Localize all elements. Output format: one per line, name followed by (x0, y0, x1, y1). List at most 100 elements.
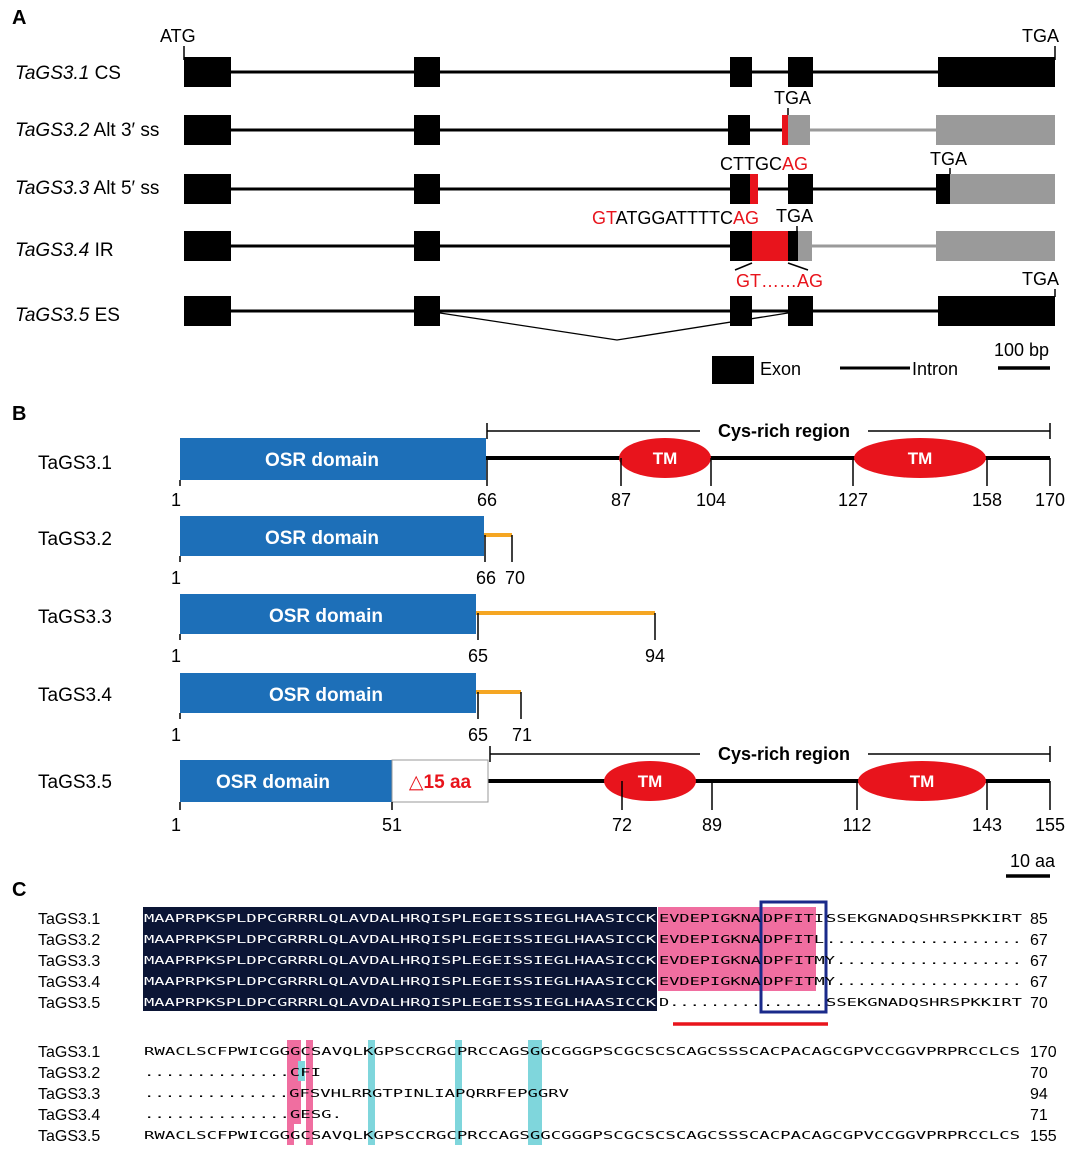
boxed-motif (759, 900, 828, 1014)
exon-2 (414, 57, 440, 87)
utr-exon-4 (788, 115, 810, 145)
splice-seq-3: GT……AG (736, 271, 823, 291)
cyan-highlight-column (368, 1040, 375, 1145)
cyan-highlight-column (455, 1040, 462, 1145)
pos-label: 72 (612, 815, 632, 835)
panel-b-label: B (12, 403, 26, 425)
osr-domain-5 (180, 760, 392, 802)
pos-label: 65 (468, 725, 488, 745)
cys-rich-region-label-1: Cys-rich region (718, 421, 850, 441)
deletion-label: △15 aa (409, 772, 472, 793)
alignment-seq: .................. (836, 955, 1022, 967)
alignment-seq: MAAPRPKSPLDPCGRRRLQLAVDALHRQISPLEGEISSIE… (144, 955, 657, 967)
exon-1 (184, 57, 231, 87)
alignment-row: TaGS3.3 ..............GFSVHLRRGTPINLIAPQ… (38, 1086, 1048, 1103)
protein-name-2: TaGS3.2 (38, 529, 112, 550)
tm-domain-5b (858, 761, 986, 801)
alignment-seq: EVDEPIGKNA (659, 913, 762, 925)
exon-4 (788, 57, 813, 87)
transcript-row-1: TaGS3.1 CS (15, 57, 1055, 87)
pos-label: 158 (972, 490, 1002, 510)
panel-c-label: C (12, 879, 26, 901)
alignment-seq: DPFITMY (763, 955, 836, 967)
alignment-end-number: 70 (1030, 995, 1048, 1012)
alignment-end-number: 71 (1030, 1107, 1048, 1124)
exon-2 (414, 296, 440, 326)
pos-label: 1 (171, 815, 181, 835)
pos-label: 87 (611, 490, 631, 510)
scale-bar-label-a: 100 bp (994, 340, 1049, 360)
alignment-seq: SSEKGNADQSHRSPKKIRT (826, 997, 1023, 1009)
pos-label: 89 (702, 815, 722, 835)
exon-3 (730, 174, 750, 204)
pos-label: 104 (696, 490, 726, 510)
osr-domain-label-2: OSR domain (265, 528, 379, 549)
osr-domain-1 (180, 438, 486, 480)
alt-splice-region (750, 174, 758, 204)
exon-2 (414, 231, 440, 261)
alignment-seq: MAAPRPKSPLDPCGRRRLQLAVDALHRQISPLEGEISSIE… (144, 934, 657, 946)
osr-domain-label-1: OSR domain (265, 450, 379, 471)
alignment-seq-name: TaGS3.1 (38, 1044, 100, 1061)
alignment-seq: EVDEPIGKNA (659, 955, 762, 967)
transcript-name-5: TaGS3.5 ES (15, 305, 120, 326)
exon-4-coding (788, 231, 798, 261)
retained-intron (752, 231, 788, 261)
alignment-row: TaGS3.5 MAAPRPKSPLDPCGRRRLQLAVDALHRQISPL… (38, 995, 1048, 1012)
alt-splice-region (782, 115, 788, 145)
intron-legend-label: Intron (912, 359, 958, 379)
pink-highlight-block (658, 907, 762, 991)
tm-domain-5a (604, 761, 696, 801)
exon-1 (184, 296, 231, 326)
alignment-end-number: 85 (1030, 911, 1048, 928)
transcript-name-2: TaGS3.2 Alt 3′ ss (15, 120, 159, 141)
exon-legend-label: Exon (760, 359, 801, 379)
osr-domain-2 (180, 516, 484, 556)
exon-3 (730, 231, 752, 261)
deletion-box (391, 759, 489, 803)
alignment-end-number: 67 (1030, 932, 1048, 949)
transcript-row-2: TaGS3.2 Alt 3′ ss (15, 115, 1055, 145)
exon-skip-connector (439, 312, 789, 341)
osr-domain-label-4: OSR domain (269, 685, 383, 706)
alignment-seq: ...... (763, 997, 824, 1009)
exon-3 (728, 115, 750, 145)
utr-exon-5 (936, 115, 1055, 145)
exon-5-coding (936, 174, 950, 204)
alignment-seq: ..............GFSVHLRRGTPINLIAPQRRFEPGGR… (144, 1088, 570, 1100)
pos-label: 66 (477, 490, 497, 510)
alignment-seq: EVDEPIGKNA (659, 934, 762, 946)
tm-domain-1b (854, 438, 986, 478)
pos-label: 71 (512, 725, 532, 745)
pos-label: 65 (468, 646, 488, 666)
alignment-seq-name: TaGS3.4 (38, 974, 100, 991)
exon-legend-swatch (712, 356, 754, 384)
pos-label: 127 (838, 490, 868, 510)
pos-label: 94 (645, 646, 665, 666)
alignment-row: TaGS3.4 MAAPRPKSPLDPCGRRRLQLAVDALHRQISPL… (38, 974, 1048, 991)
osr-domain-4 (180, 673, 476, 713)
protein-name-4: TaGS3.4 (38, 685, 112, 706)
pink-highlight-column (306, 1040, 313, 1145)
exon-1 (184, 231, 231, 261)
alignment-seq: EVDEPIGKNA (659, 976, 762, 988)
alignment-end-number: 70 (1030, 1065, 1048, 1082)
pink-highlight-block (762, 907, 816, 991)
protein-row-4: TaGS3.4 OSR domain 1 65 71 (38, 673, 532, 745)
pink-highlight-column (287, 1040, 294, 1145)
transcript-name-1: TaGS3.1 CS (15, 63, 121, 84)
alignment-seq-name: TaGS3.3 (38, 1086, 100, 1103)
alignment-row: TaGS3.1 MAAPRPKSPLDPCGRRRLQLAVDALHRQISPL… (38, 911, 1048, 928)
pos-label: 66 (476, 568, 496, 588)
alignment-seq-name: TaGS3.4 (38, 1107, 100, 1124)
alignment-seq-name: TaGS3.5 (38, 1128, 100, 1145)
splice-seq-1: CTTGCAG (720, 154, 808, 174)
protein-row-2: TaGS3.2 OSR domain 1 66 70 (38, 516, 525, 588)
exon-5 (938, 296, 1055, 326)
exon-5 (938, 57, 1055, 87)
tm-label: TM (638, 772, 663, 791)
exon-2 (414, 115, 440, 145)
stop-codon-label-2: TGA (774, 88, 811, 108)
stop-codon-label-1: TGA (1022, 26, 1059, 46)
